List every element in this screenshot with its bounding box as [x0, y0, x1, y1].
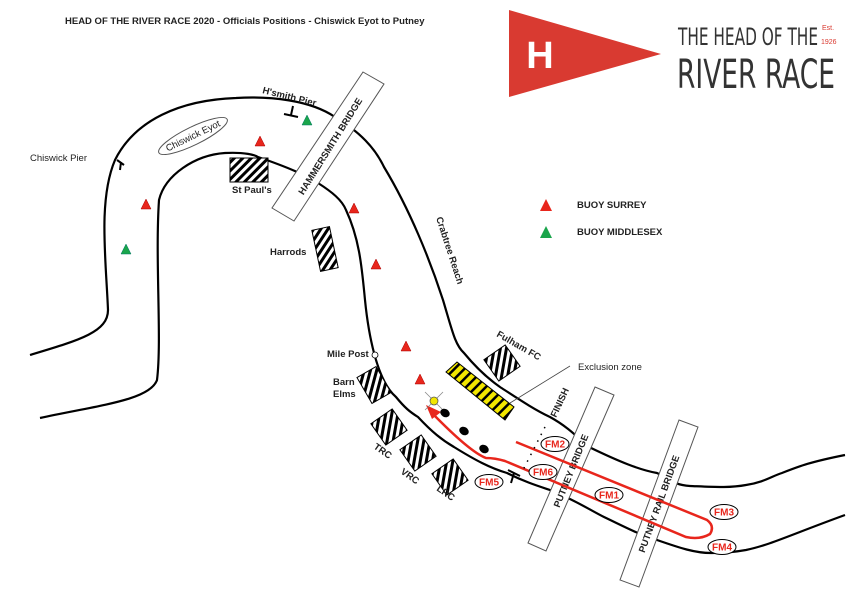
- landing-marker-icon: [507, 469, 521, 484]
- exclusion-zone-pointer: [509, 365, 571, 404]
- legend-middlesex-label: BUOY MIDDLESEX: [577, 227, 663, 238]
- mile-post-label: Mile Post: [327, 349, 370, 360]
- harrods-building: [311, 225, 339, 273]
- chiswick-eyot-label: Chiswick Eyot: [164, 118, 222, 154]
- svg-text:FM4: FM4: [712, 543, 732, 554]
- logo-line2: RIVER RACE: [677, 52, 835, 98]
- buoy-middlesex-icon: [120, 243, 132, 255]
- barn-elms-building: [356, 365, 392, 405]
- buoy-surrey-icon: [140, 198, 152, 210]
- launch-marker: [479, 444, 489, 454]
- finish-line: [522, 426, 546, 471]
- barn-elms-label-1: Barn: [333, 377, 355, 388]
- marshal-fm6: FM6: [528, 464, 558, 480]
- harrods-label: Harrods: [270, 247, 306, 258]
- trc-building: [370, 408, 408, 446]
- logo-line1: THE HEAD OF THE: [677, 23, 818, 51]
- marshal-route: [431, 412, 714, 540]
- st-pauls-building: [229, 157, 269, 183]
- chiswick-pier-label: Chiswick Pier: [30, 153, 87, 164]
- legend: BUOY SURREY BUOY MIDDLESEX: [540, 199, 663, 238]
- hsmith-pier-label: H'smith Pier: [261, 85, 317, 109]
- route-arrow-icon: [426, 405, 441, 419]
- st-pauls-label: St Paul's: [232, 185, 272, 196]
- logo-letter: H: [526, 35, 553, 77]
- legend-surrey-label: BUOY SURREY: [577, 200, 647, 211]
- legend-surrey-icon: [540, 199, 552, 211]
- map-title: HEAD OF THE RIVER RACE 2020 - Officials …: [65, 16, 425, 27]
- launch-marker: [459, 426, 469, 436]
- putney-rail-bridge: PUTNEY RAIL BRIDGE: [619, 419, 699, 588]
- logo-est: Est.: [822, 25, 834, 32]
- buoy-surrey-icon: [400, 340, 412, 352]
- svg-text:FM2: FM2: [545, 440, 565, 451]
- buoy-surrey-icon: [370, 258, 382, 270]
- race-logo: H THE HEAD OF THE RIVER RACE Est. 1926: [509, 10, 837, 98]
- marshal-fm3: FM3: [709, 504, 739, 520]
- buoy-surrey-icon: [348, 202, 360, 214]
- marshal-fm2: FM2: [540, 436, 570, 452]
- finish-label: FINISH: [549, 386, 572, 419]
- buoy-surrey-icon: [414, 373, 426, 385]
- lrc-building: [431, 458, 469, 496]
- exclusion-zone-label: Exclusion zone: [578, 362, 642, 373]
- buoy-middlesex-icon: [301, 114, 313, 126]
- crabtree-reach-label: Crabtree Reach: [433, 216, 465, 286]
- legend-middlesex-icon: [540, 226, 552, 238]
- svg-text:FM6: FM6: [533, 468, 553, 479]
- fulham-fc-building: [483, 344, 521, 382]
- buoys: [120, 114, 426, 385]
- launch-marker: [440, 408, 450, 418]
- hsmith-pier-marker-icon: [283, 105, 299, 118]
- exclusion-zone: [445, 361, 515, 421]
- marshal-fm5: FM5: [474, 474, 504, 490]
- mile-post-marker-icon: [371, 351, 379, 359]
- svg-text:FM3: FM3: [714, 508, 734, 519]
- barn-elms-label-2: Elms: [333, 389, 356, 400]
- chiswick-pier-marker-icon: [116, 159, 125, 171]
- signal-light-icon: [424, 391, 444, 411]
- buoy-surrey-icon: [254, 135, 266, 147]
- logo-year: 1926: [821, 39, 837, 46]
- trc-label: TRC: [371, 441, 393, 461]
- svg-text:FM1: FM1: [599, 491, 619, 502]
- marshal-fm4: FM4: [707, 539, 737, 555]
- svg-text:FM5: FM5: [479, 478, 499, 489]
- logo-pennant: [509, 10, 661, 97]
- hammersmith-bridge-label: HAMMERSMITH BRIDGE: [297, 96, 366, 197]
- vrc-building: [399, 434, 437, 472]
- river-bank-north: [29, 96, 846, 489]
- marshal-fm1: FM1: [594, 487, 624, 503]
